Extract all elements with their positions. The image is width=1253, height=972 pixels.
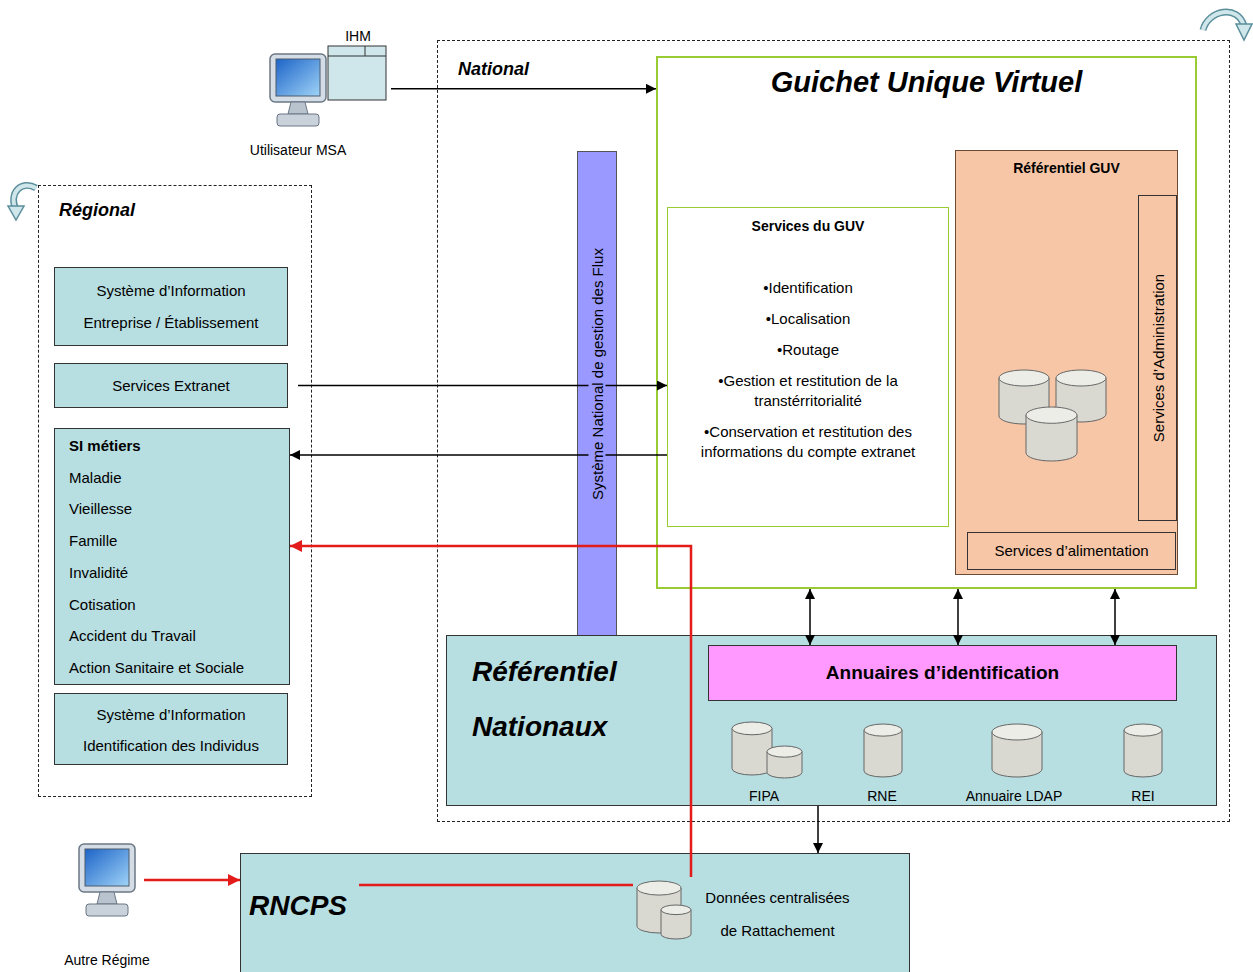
database-symbol: FIPA [724,718,804,806]
region-frame: NationalGuichet Unique VirtuelServices d… [437,40,1230,822]
system-box: Guichet Unique VirtuelServices du GUV •Id… [656,56,1197,589]
node-label: •Gestion et restitution de la transtérri… [680,371,936,411]
connector-arrow [359,884,633,887]
node-label: •Conservation et restitution des informa… [680,422,936,462]
repository-panel: Référentiel Nationaux Annuaires d’identif… [446,635,1217,806]
user-workstation: Utilisateur MSA [238,50,358,160]
database-symbol: REI [1103,718,1183,806]
cylinder-top [767,746,802,757]
node-label: Cotisation [69,589,289,621]
window-button [365,46,366,56]
node-label: Données centralisées de Rattachement [695,881,860,947]
monitor-stand [97,892,117,904]
database-symbol: Annuaire LDAP [954,718,1074,806]
node-label: Invalidité [69,557,289,589]
node-label: Services du GUV [680,218,936,234]
database-symbol: Données centralisées de Rattachement [633,877,873,957]
cylinder-top [732,722,772,735]
node-label: Annuaires d’identification [709,646,1176,700]
node-label: Action Sanitaire et Sociale [69,652,289,684]
connector-arrow [391,88,656,90]
monitor-base [277,114,319,126]
node-label: Référentiel GUV [956,160,1177,176]
node-label: Vieillesse [69,493,289,525]
cycle-arrow [8,185,36,220]
window-title-bar [328,56,386,57]
connector-arrow [809,589,811,645]
user-workstation: Autre Régime [52,840,162,972]
node-label: IHM [325,28,391,44]
node-label: Système National de gestion des Flux [589,244,606,504]
node-label: Autre Régime [52,952,162,968]
node-label: Guichet Unique Virtuel [658,66,1195,99]
node-label: Famille [69,525,289,557]
system-box: Système d’Information Identification des… [54,693,288,765]
cycle-arrow [1203,12,1252,40]
monitor-frame [79,844,135,892]
business-systems-box: SI métiersMaladieVieillesseFamilleInvali… [54,428,290,685]
node-label: Services d’Administration [1149,274,1166,442]
computer-icon [267,52,329,132]
system-box: Système d’Information Entreprise / Établ… [54,267,288,346]
node-label: Maladie [69,462,289,494]
service-box: Services Extranet [54,363,288,408]
connector-arrow [290,546,691,877]
node-label: Services d’alimentation [968,533,1175,569]
node-label: •Identification [680,278,936,298]
connector-arrow [144,879,240,882]
cycle-arrow-head [1236,24,1252,40]
monitor-screen [85,849,129,886]
monitor-base [86,904,128,916]
flow-bus-bar: Système National de gestion des Flux [577,151,617,708]
cylinder-body [1124,730,1162,777]
registry-box: RNCPS Données centralisées de Rattachemen… [240,853,910,972]
node-label: RNCPS [249,890,347,922]
computer-icon [76,842,138,922]
cylinder-top [999,370,1049,386]
node-label: •Routage [680,340,936,360]
node-label: SI métiers [69,430,289,462]
service-list-box: Services du GUV •Identification •Localisat… [667,207,949,527]
connector-arrow [290,454,667,456]
cylinder-body [732,728,772,775]
connector-arrow [298,385,667,387]
monitor-frame [270,54,326,102]
node-label: Référentiel Nationaux [472,644,662,754]
connector-arrow [817,806,819,853]
database-symbol: RNE [842,718,922,806]
node-label: Régional [59,200,311,221]
monitor-stand [288,102,308,114]
repository-box: Référentiel GUV Services d’Administration… [955,150,1178,575]
node-label: FIPA [724,788,804,804]
cylinder-body [864,730,902,777]
feed-services-box: Services d’alimentation [967,532,1176,570]
node-label: •Localisation [680,309,936,329]
cylinder-top [864,724,902,736]
node-label: Utilisateur MSA [238,142,358,158]
window-frame [328,46,386,100]
node-label: Accident du Travail [69,620,289,652]
node-label: Système d’Information Entreprise / Établ… [67,275,275,339]
monitor-screen [276,59,320,96]
admin-services-bar: Services d’Administration [1138,195,1177,521]
cylinder-top [992,724,1042,740]
node-label: Annuaire LDAP [954,788,1074,804]
cylinder-top [637,881,681,895]
node-label: RNE [842,788,922,804]
node-label: REI [1103,788,1183,804]
cylinder-top [661,905,691,915]
node-label: Système d’Information Identification des… [67,699,275,761]
cylinder-top [1026,407,1077,423]
region-frame: RégionalSystème d’Information Entreprise… [38,185,312,797]
screen-window: IHM [325,28,391,104]
directory-bar: Annuaires d’identification [708,645,1177,701]
node-label: Services Extranet [55,364,287,407]
cylinder-top [1056,370,1106,386]
connector-arrow [1114,589,1116,645]
connector-arrow [957,589,959,645]
cycle-arrow-head [8,206,24,220]
cylinder-top [1124,724,1162,736]
